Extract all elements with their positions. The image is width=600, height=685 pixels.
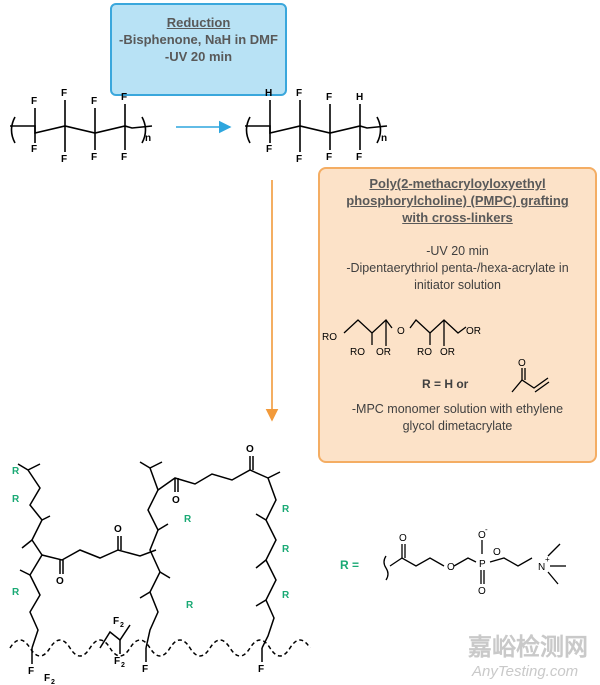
atom-f: F — [326, 92, 332, 103]
atom-f: F — [296, 88, 302, 99]
r-group-label: R — [282, 544, 290, 555]
atom-f: F — [114, 656, 120, 667]
atom-f: F — [121, 152, 127, 163]
atom-o: O — [478, 530, 486, 541]
r-definition: R = H or — [422, 377, 469, 391]
atom-f: F — [91, 96, 97, 107]
grafting-title-line2: phosphorylcholine) (PMPC) grafting — [346, 193, 569, 208]
subscript-2: 2 — [121, 662, 125, 669]
r-group-label: R — [282, 504, 290, 515]
reduction-title: Reduction — [166, 15, 231, 30]
atom-f: F — [266, 144, 272, 155]
atom-f: F — [258, 664, 264, 675]
atom-f: F — [44, 673, 50, 684]
atom-o: O — [493, 547, 501, 558]
atom-h: H — [356, 92, 363, 103]
pvdf-structure — [10, 100, 153, 152]
atom-p: P — [479, 559, 486, 570]
grafting-title-line3: with cross-linkers — [402, 210, 513, 225]
grafting-step-mpc-line2: glycol dimetacrylate — [402, 419, 513, 433]
grafting-step-uv: -UV 20 min — [426, 244, 489, 258]
group-ro: RO — [417, 347, 432, 358]
subscript-2: 2 — [120, 622, 124, 629]
group-ro: RO — [350, 347, 365, 358]
dipentaerythritol-structure — [343, 319, 467, 346]
atom-o: O — [399, 533, 407, 544]
r-group-label: R — [186, 600, 194, 611]
atom-o: O — [114, 524, 122, 535]
atom-f: F — [31, 144, 37, 155]
atom-f: F — [296, 154, 302, 165]
r-group-label: R — [282, 590, 290, 601]
atom-f: F — [31, 96, 37, 107]
reduced-structure — [245, 100, 388, 152]
r-group-label: R — [12, 466, 20, 477]
atom-f: F — [121, 92, 127, 103]
atom-f: F — [326, 152, 332, 163]
atom-o: O — [397, 326, 405, 337]
watermark-cn: 嘉峪检测网 — [468, 633, 588, 661]
grafting-title-line1: Poly(2-methacryloyloxyethyl — [369, 176, 546, 191]
atom-o: O — [56, 576, 64, 587]
repeat-n: n — [381, 133, 387, 144]
atom-o: O — [447, 562, 455, 573]
reduction-step-uv: -UV 20 min — [164, 49, 233, 64]
repeat-n: n — [145, 133, 151, 144]
atom-o: O — [518, 358, 526, 369]
atom-f: F — [356, 152, 362, 163]
atom-o: O — [478, 586, 486, 597]
atom-f: F — [91, 152, 97, 163]
grafted-network — [9, 456, 311, 664]
r-equals-label: R = — [340, 558, 359, 572]
group-ro: RO — [322, 332, 337, 343]
atom-f: F — [113, 616, 119, 627]
atom-h: H — [265, 88, 272, 99]
atom-f: F — [61, 88, 67, 99]
acryloyl-structure — [511, 368, 550, 393]
r-group-label: R — [12, 494, 20, 505]
charge-minus: - — [485, 525, 488, 534]
reduction-step-reagent: -Bisphenone, NaH in DMF — [119, 32, 278, 47]
atom-f: F — [28, 666, 34, 677]
atom-f: F — [142, 664, 148, 675]
grafting-step-mpc-line1: -MPC monomer solution with ethylene — [351, 402, 564, 416]
watermark-en: AnyTesting.com — [471, 663, 578, 680]
grafting-step-dpe-line1: -Dipentaerythriol penta-/hexa-acrylate i… — [346, 261, 569, 275]
r-group-label: R — [12, 587, 20, 598]
grafting-step-dpe-line2: initiator solution — [414, 278, 501, 292]
atom-f: F — [61, 154, 67, 165]
charge-plus: + — [545, 555, 550, 564]
group-or: OR — [466, 326, 481, 337]
group-or: OR — [440, 347, 455, 358]
atom-o: O — [172, 495, 180, 506]
phosphorylcholine-structure — [383, 540, 566, 585]
atom-n: N — [538, 562, 545, 573]
reduction-box: Reduction -Bisphenone, NaH in DMF -UV 20… — [110, 3, 287, 96]
group-or: OR — [376, 347, 391, 358]
subscript-2: 2 — [51, 679, 55, 685]
r-group-label: R — [184, 514, 192, 525]
atom-o: O — [246, 444, 254, 455]
grafting-box: Poly(2-methacryloyloxyethyl phosphorylch… — [318, 167, 597, 463]
